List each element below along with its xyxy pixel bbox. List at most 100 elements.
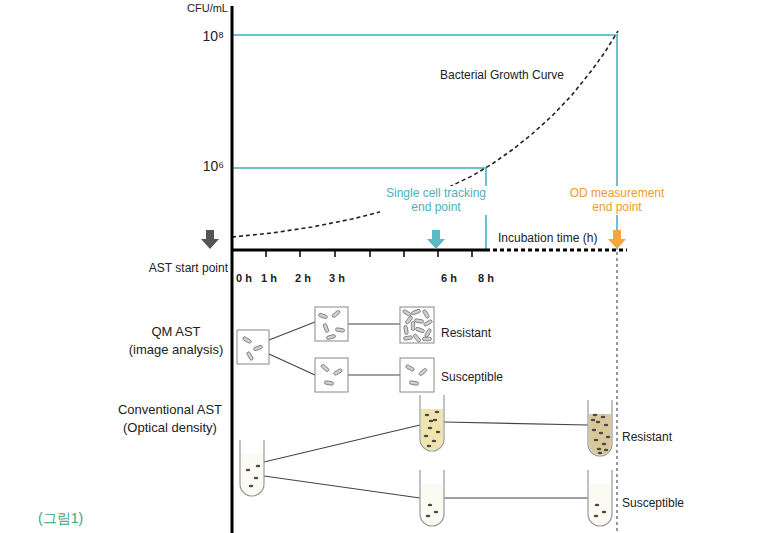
culture-tube (256, 465, 261, 467)
culture-tube (589, 484, 611, 525)
growth-curve (232, 31, 618, 237)
culture-tube (421, 409, 443, 450)
row-label: (image analysis) (124, 342, 228, 358)
culture-tube (420, 470, 444, 526)
branch-line (264, 476, 420, 498)
axis (231, 6, 234, 533)
culture-tube (246, 469, 251, 471)
culture-tube (591, 419, 596, 421)
culture-tube (427, 445, 432, 447)
microscope-image (405, 364, 414, 371)
culture-tube (240, 440, 264, 496)
curve-label: Bacterial Growth Curve (440, 68, 590, 82)
culture-tube (593, 414, 598, 416)
branch-line (444, 422, 588, 425)
microscope-image (326, 334, 336, 340)
axis (471, 250, 473, 257)
start-label: AST start point (128, 261, 228, 275)
culture-tube (433, 419, 438, 421)
axis (232, 249, 486, 252)
microscope-image (333, 368, 342, 375)
microscope-image (402, 309, 411, 316)
culture-tube (420, 395, 444, 451)
culture-tube (421, 484, 443, 525)
tick-label: 6 h (441, 272, 465, 285)
culture-tube (425, 414, 430, 416)
axis (334, 250, 336, 257)
culture-tube (601, 416, 606, 418)
branch-line (444, 497, 588, 498)
figure-caption: (그림1) (38, 510, 83, 527)
row-label: Conventional AST (110, 402, 230, 418)
microscope-image (246, 351, 253, 360)
marker-arrow (201, 230, 219, 249)
microscope-image (242, 336, 251, 343)
microscope-image (318, 313, 328, 319)
axis (299, 250, 301, 257)
guide-line (616, 252, 617, 533)
threshold-line (232, 35, 617, 250)
culture-tube (432, 440, 437, 442)
culture-tube (599, 432, 604, 434)
culture-tube (596, 421, 601, 423)
culture-tube (588, 470, 612, 526)
row-label: (Optical density) (110, 420, 230, 436)
tick-value: 10⁶ (184, 158, 224, 175)
culture-tube (434, 511, 439, 513)
branch-line (264, 425, 420, 462)
culture-tube (429, 420, 434, 422)
culture-tube (602, 443, 607, 445)
culture-tube (240, 440, 264, 496)
branch-line (348, 323, 400, 324)
microscope-image (418, 368, 427, 376)
microscope-image (237, 307, 434, 392)
microscope-image (400, 307, 434, 343)
result-label: Susceptible (622, 496, 712, 510)
microscope-image (320, 364, 329, 372)
culture-tube (595, 504, 600, 506)
microscope-image (335, 328, 344, 333)
culture-tube (588, 400, 612, 456)
axis-title: CFU/mL (158, 2, 228, 15)
culture-tube (249, 485, 254, 487)
microscope-image (323, 323, 329, 333)
axis (369, 250, 371, 257)
culture-tube (592, 429, 597, 431)
culture-tube (241, 454, 263, 495)
tick-label: 8 h (478, 272, 502, 285)
axis (403, 250, 405, 257)
endpoint-label: OD measurement end point (563, 186, 671, 215)
branch-line (264, 322, 588, 498)
culture-tube (594, 439, 599, 441)
tick-label: 2 h (295, 272, 319, 285)
microscope-image (413, 333, 421, 342)
culture-tube (597, 448, 602, 450)
branch-line (348, 374, 400, 375)
culture-tube (588, 400, 612, 456)
microscope-image (253, 345, 263, 351)
microscope-image (400, 358, 434, 392)
microscope-image (403, 336, 412, 341)
axis (265, 250, 267, 257)
microscope-image (423, 337, 432, 340)
culture-tube (604, 424, 609, 426)
culture-tube (428, 427, 433, 429)
microscope-image (315, 358, 348, 392)
axis-title: Incubation time (h) (498, 231, 610, 245)
marker-arrow (427, 230, 445, 249)
microscope-image (409, 381, 418, 386)
growth-curve (232, 31, 618, 237)
microscope-image (411, 322, 414, 331)
culture-tube (598, 452, 603, 454)
result-label: Resistant (441, 326, 531, 340)
culture-tube (606, 436, 611, 438)
culture-tube (420, 395, 444, 451)
microscope-image (404, 325, 409, 334)
microscope-image (422, 309, 429, 318)
guide-line (617, 252, 618, 533)
culture-tube (435, 411, 440, 413)
marker-arrow (201, 230, 626, 249)
culture-tube (426, 515, 431, 517)
